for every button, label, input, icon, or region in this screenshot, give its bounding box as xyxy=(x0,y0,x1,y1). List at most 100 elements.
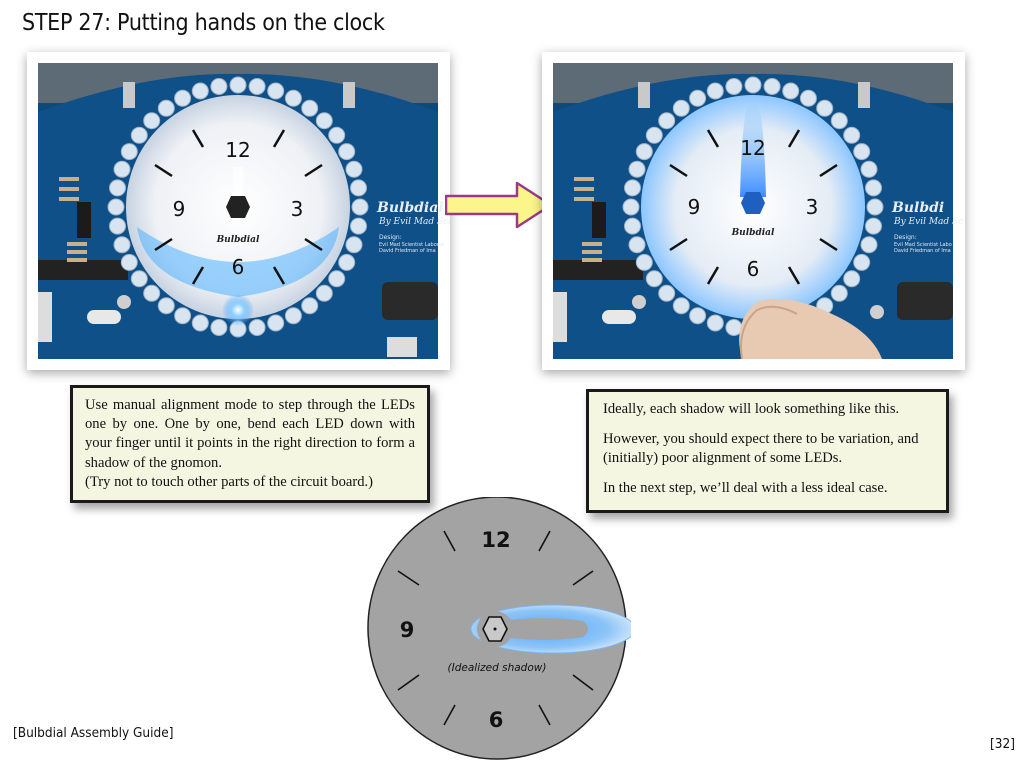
board-design-label: Design: xyxy=(894,234,917,241)
numeral-6: 6 xyxy=(232,255,245,279)
led xyxy=(635,143,653,161)
led xyxy=(843,126,861,144)
led xyxy=(191,82,209,100)
led xyxy=(866,198,884,216)
dial-numeral-12: 12 xyxy=(481,528,510,552)
callout-expectations: Ideally, each shadow will look something… xyxy=(586,389,949,513)
callout-expectations-p3: In the next step, we’ll deal with a less… xyxy=(603,480,888,496)
callout-instructions: Use manual alignment mode to step throug… xyxy=(70,385,430,503)
led xyxy=(622,198,640,216)
dial-caption: (Idealized shadow) xyxy=(448,662,547,674)
led xyxy=(338,143,356,161)
led xyxy=(350,179,367,197)
led xyxy=(628,160,646,178)
led xyxy=(725,78,743,95)
led xyxy=(143,112,161,130)
led xyxy=(860,160,878,178)
led xyxy=(130,126,148,144)
led xyxy=(853,253,871,271)
led xyxy=(624,179,641,197)
led xyxy=(113,236,131,254)
board-design-line2: David Friedman of Ima xyxy=(379,248,436,254)
led xyxy=(210,78,228,95)
led xyxy=(645,126,663,144)
page-title: STEP 27: Putting hands on the clock xyxy=(22,10,385,36)
led xyxy=(267,314,285,332)
led xyxy=(157,99,175,117)
led xyxy=(628,236,646,254)
led xyxy=(284,307,302,325)
led xyxy=(706,82,724,100)
led xyxy=(248,78,266,95)
board-brand: Bulbdial xyxy=(376,200,444,216)
led xyxy=(301,297,319,315)
dial-numeral-9: 9 xyxy=(400,618,415,642)
led xyxy=(843,270,861,288)
led xyxy=(143,284,161,302)
board-design-line1: Evil Mad Scientist Laborat xyxy=(379,242,444,248)
led xyxy=(350,217,367,235)
led xyxy=(328,270,346,288)
led xyxy=(267,82,285,100)
led xyxy=(191,314,209,332)
led xyxy=(301,99,319,117)
led xyxy=(248,319,266,336)
board-byline: By Evil Mad Sc xyxy=(893,217,963,227)
right-arrow-icon xyxy=(445,181,553,229)
page-number: [32] xyxy=(990,736,1015,752)
callout-instructions-text: Use manual alignment mode to step throug… xyxy=(85,397,415,471)
led xyxy=(853,143,871,161)
led xyxy=(672,99,690,117)
led xyxy=(345,236,363,254)
dial-brand: Bulbdial xyxy=(216,235,260,245)
led xyxy=(782,82,800,100)
led xyxy=(229,76,247,94)
guide-title: [Bulbdial Assembly Guide] xyxy=(13,725,174,741)
led xyxy=(174,307,192,325)
callout-instructions-note: (Try not to touch other parts of the cir… xyxy=(85,473,374,490)
led xyxy=(315,284,333,302)
numeral-12: 12 xyxy=(740,136,765,160)
photo-clock-after: 12 3 6 9 Bulbdial Bulbdi By Evil Mad Sc … xyxy=(542,52,965,370)
led xyxy=(157,297,175,315)
led xyxy=(658,112,676,130)
photo-clock-before: 12 3 6 9 Bulbdial Bulbdial By Evil Mad S… xyxy=(27,52,450,370)
led xyxy=(345,160,363,178)
board-brand: Bulbdi xyxy=(891,200,944,216)
led xyxy=(130,270,148,288)
led xyxy=(120,143,138,161)
led xyxy=(113,160,131,178)
led xyxy=(315,112,333,130)
numeral-9: 9 xyxy=(173,197,186,221)
dial-brand: Bulbdial xyxy=(731,228,775,238)
numeral-3: 3 xyxy=(291,197,304,221)
led xyxy=(830,284,848,302)
led xyxy=(351,198,369,216)
idealized-shadow-diagram: 12 3 6 9 (Idealized shadow) xyxy=(367,497,631,760)
led xyxy=(816,99,834,117)
led xyxy=(689,89,707,107)
led xyxy=(744,76,762,94)
board-design-line2: David Friedman of Ima xyxy=(894,248,951,254)
led xyxy=(107,198,125,216)
led xyxy=(830,112,848,130)
numeral-6: 6 xyxy=(747,257,760,281)
led xyxy=(174,89,192,107)
led xyxy=(799,89,817,107)
led xyxy=(706,314,724,332)
board-design-line1: Evil Mad Scientist Labo xyxy=(894,242,952,248)
led xyxy=(865,217,882,235)
board-byline: By Evil Mad Sci xyxy=(378,217,450,227)
dial-numeral-6: 6 xyxy=(489,708,504,732)
callout-expectations-p1: Ideally, each shadow will look something… xyxy=(603,401,900,417)
led xyxy=(865,179,882,197)
led xyxy=(210,319,228,336)
led xyxy=(658,284,676,302)
led xyxy=(120,253,138,271)
numeral-12: 12 xyxy=(225,138,250,162)
led xyxy=(672,297,690,315)
led xyxy=(763,78,781,95)
gnomon-shadow xyxy=(503,618,588,640)
led xyxy=(860,236,878,254)
led xyxy=(284,89,302,107)
